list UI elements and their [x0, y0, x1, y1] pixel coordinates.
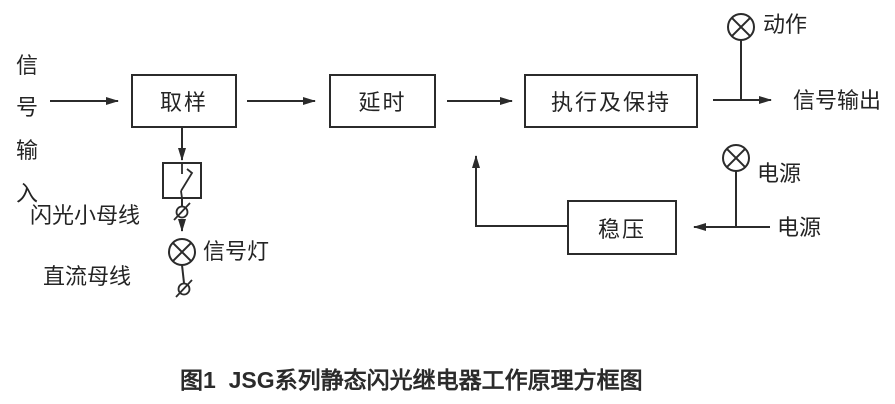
arrow-regulate-feedback	[472, 155, 567, 227]
switch-contact-icon	[162, 162, 202, 199]
input-label-char-4: 入	[16, 181, 39, 206]
figure-caption: 图1 JSG系列静态闪光继电器工作原理方框图	[180, 367, 643, 393]
dc-bus-label: 直流母线	[43, 264, 132, 289]
block-regulate-label: 稳压	[597, 216, 646, 242]
block-regulate: 稳压	[567, 200, 677, 255]
block-execute-hold: 执行及保持	[524, 74, 698, 128]
block-sampling-label: 取样	[159, 90, 208, 115]
flash-bus-terminal-icon	[173, 202, 191, 221]
action-lamp-label: 动作	[763, 12, 808, 37]
power-lamp-label: 电源	[757, 161, 802, 186]
power-lamp-icon	[722, 144, 750, 172]
action-lamp-icon	[727, 13, 755, 41]
dc-bus-terminal-icon	[175, 279, 193, 298]
input-label-char-3: 输	[16, 138, 39, 163]
block-delay-label: 延时	[358, 90, 407, 115]
input-label-char-1: 信	[16, 53, 39, 78]
input-label-char-2: 号	[16, 95, 39, 120]
block-sampling: 取样	[131, 74, 237, 128]
block-execute-hold-label: 执行及保持	[550, 90, 671, 115]
signal-output-label: 信号输出	[793, 88, 882, 113]
signal-lamp-label: 信号灯	[203, 239, 270, 264]
wire-lamp-to-dc-terminal	[181, 264, 185, 284]
flash-bus-label: 闪光小母线	[30, 203, 141, 228]
power-source-label: 电源	[777, 215, 822, 240]
block-delay: 延时	[329, 74, 436, 128]
signal-lamp-icon	[168, 238, 196, 266]
